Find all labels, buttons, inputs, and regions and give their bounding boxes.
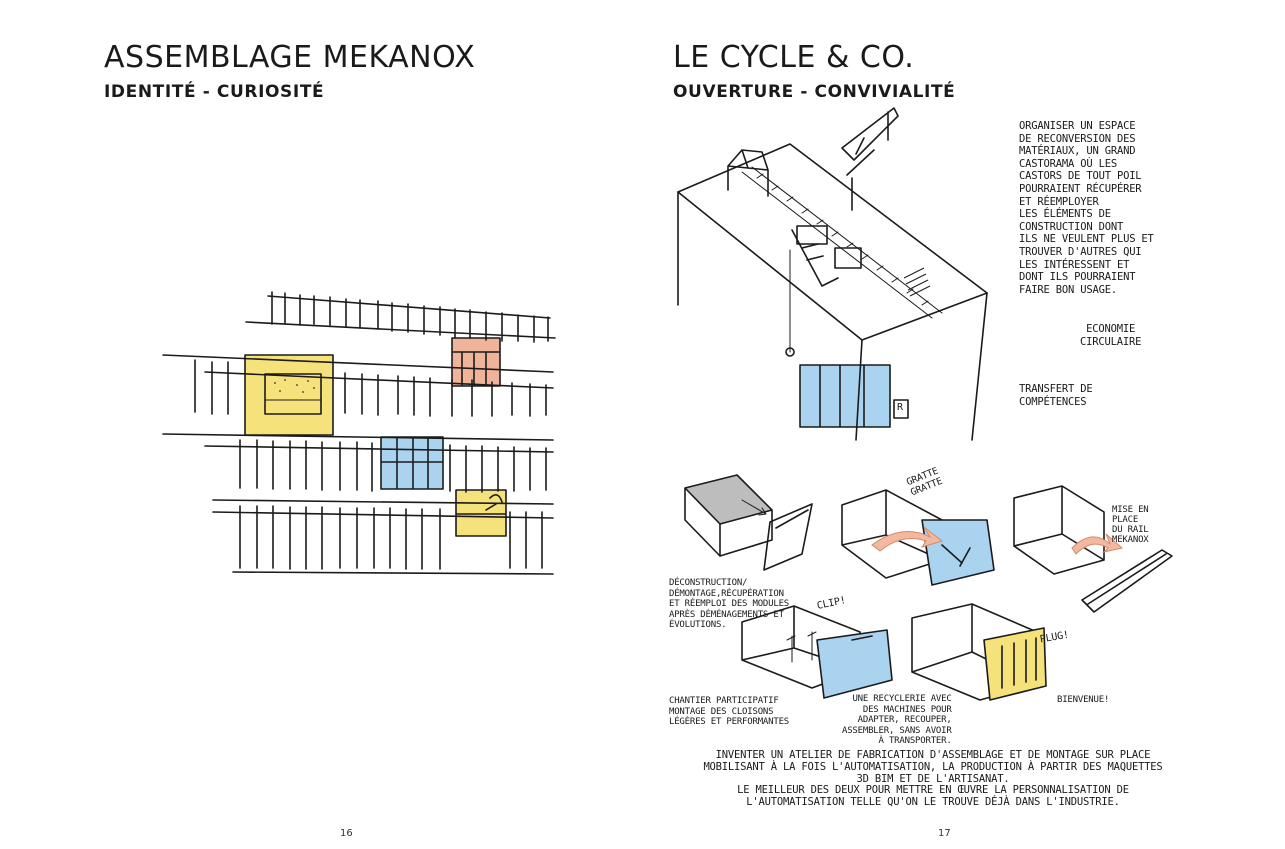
intro-line: POURRAIENT RÉCUPÉRER xyxy=(1019,182,1142,195)
label-bienvenue: BIENVENUE! xyxy=(1057,695,1110,705)
label-recyclerie: UNE RECYCLERIE AVEC DES MACHINES POUR AD… xyxy=(842,694,952,747)
label-line: DU RAIL xyxy=(1112,525,1149,535)
tag-line: CIRCULAIRE xyxy=(1080,335,1142,348)
label-chantier: CHANTIER PARTICIPATIF MONTAGE DES CLOISO… xyxy=(669,696,789,728)
bottom-line: LE MEILLEUR DES DEUX POUR METTRE EN ŒUVR… xyxy=(737,784,1129,797)
label-line: CHANTIER PARTICIPATIF xyxy=(669,696,779,706)
intro-line: ET RÉEMPLOYER xyxy=(1019,195,1099,208)
label-line: MISE EN xyxy=(1112,505,1149,515)
module-process-sketches xyxy=(684,474,1173,701)
page-subtitle-left: IDENTITÉ - CURIOSITÉ xyxy=(104,82,325,102)
page-title-left: ASSEMBLAGE MEKANOX xyxy=(104,40,476,75)
bottom-text: INVENTER UN ATELIER DE FABRICATION D'ASS… xyxy=(678,749,1188,809)
intro-line: DONT ILS POURRAIENT xyxy=(1019,271,1136,284)
label-mise-en-place: MISE EN PLACE DU RAIL MEKANOX xyxy=(1112,505,1149,545)
intro-line: CASTORAMA OÙ LES xyxy=(1019,157,1117,170)
label-line: ÉVOLUTIONS. xyxy=(669,620,727,630)
label-deconstruction: DÉCONSTRUCTION/ DÉMONTAGE,RÉCUPÉRATION E… xyxy=(669,578,789,631)
page-title-right: LE CYCLE & CO. xyxy=(673,40,915,75)
label-line: ET RÉEMPLOI DES MODULES xyxy=(669,599,790,609)
bottom-line: MOBILISANT À LA FOIS L'AUTOMATISATION, L… xyxy=(703,760,1163,773)
label-line: DÉMONTAGE,RÉCUPÉRATION xyxy=(669,588,784,599)
right-page: LE CYCLE & CO. OUVERTURE - CONVIVIALITÉ … xyxy=(642,0,1285,849)
label-line: ASSEMBLER, SANS AVOIR xyxy=(842,725,952,736)
label-line: PLACE xyxy=(1112,515,1139,525)
bottom-line: L'AUTOMATISATION TELLE QU'ON LE TROUVE D… xyxy=(746,796,1120,809)
tag-economie-circulaire: ECONOMIE CIRCULAIRE xyxy=(1080,323,1141,348)
intro-line: CONSTRUCTION DONT xyxy=(1019,220,1124,233)
tag-transfert-competences: TRANSFERT DE COMPÉTENCES xyxy=(1019,383,1093,408)
tag-line: COMPÉTENCES xyxy=(1019,395,1087,408)
label-line: UNE RECYCLERIE AVEC xyxy=(852,694,952,704)
intro-line: ILS NE VEULENT PLUS ET xyxy=(1019,233,1154,246)
intro-line: TROUVER D'AUTRES QUI xyxy=(1019,245,1142,258)
label-line: APRÈS DÉMÉNAGEMENTS ET xyxy=(669,609,784,620)
label-line: À TRANSPORTER. xyxy=(878,736,952,746)
shop-sign: R xyxy=(897,402,903,413)
intro-line: MATÉRIAUX, UN GRAND xyxy=(1019,145,1136,158)
label-line: LÉGÈRES ET PERFORMANTES xyxy=(669,717,790,727)
intro-line: CASTORS DE TOUT POIL xyxy=(1019,170,1142,183)
rooftop-building-sketch xyxy=(677,107,988,441)
intro-text: ORGANISER UN ESPACE DE RECONVERSION DES … xyxy=(1019,120,1154,296)
intro-line: LES ÉLÉMENTS DE xyxy=(1019,208,1111,221)
facade-sketch xyxy=(162,291,556,575)
page-number-left: 16 xyxy=(340,828,353,839)
intro-line: LES INTÉRESSENT ET xyxy=(1019,258,1130,271)
intro-line: FAIRE BON USAGE. xyxy=(1019,283,1117,296)
intro-line: ORGANISER UN ESPACE xyxy=(1019,120,1136,132)
bottom-line: INVENTER UN ATELIER DE FABRICATION D'ASS… xyxy=(715,749,1151,761)
left-page: ASSEMBLAGE MEKANOX IDENTITÉ - CURIOSITÉ … xyxy=(0,0,642,849)
tag-line: ECONOMIE xyxy=(1086,323,1136,335)
intro-line: DE RECONVERSION DES xyxy=(1019,132,1136,145)
label-line: MEKANOX xyxy=(1112,535,1149,545)
label-line: DÉCONSTRUCTION/ xyxy=(669,578,748,588)
label-line: DES MACHINES POUR xyxy=(862,704,952,715)
bottom-line: 3D BIM ET DE L'ARTISANAT. xyxy=(856,772,1010,785)
page-number-right: 17 xyxy=(938,828,951,839)
page-subtitle-right: OUVERTURE - CONVIVIALITÉ xyxy=(673,82,956,102)
tag-line: TRANSFERT DE xyxy=(1019,383,1093,395)
label-line: ADAPTER, RECOUPER, xyxy=(857,715,952,725)
label-line: MONTAGE DES CLOISONS xyxy=(669,706,774,717)
